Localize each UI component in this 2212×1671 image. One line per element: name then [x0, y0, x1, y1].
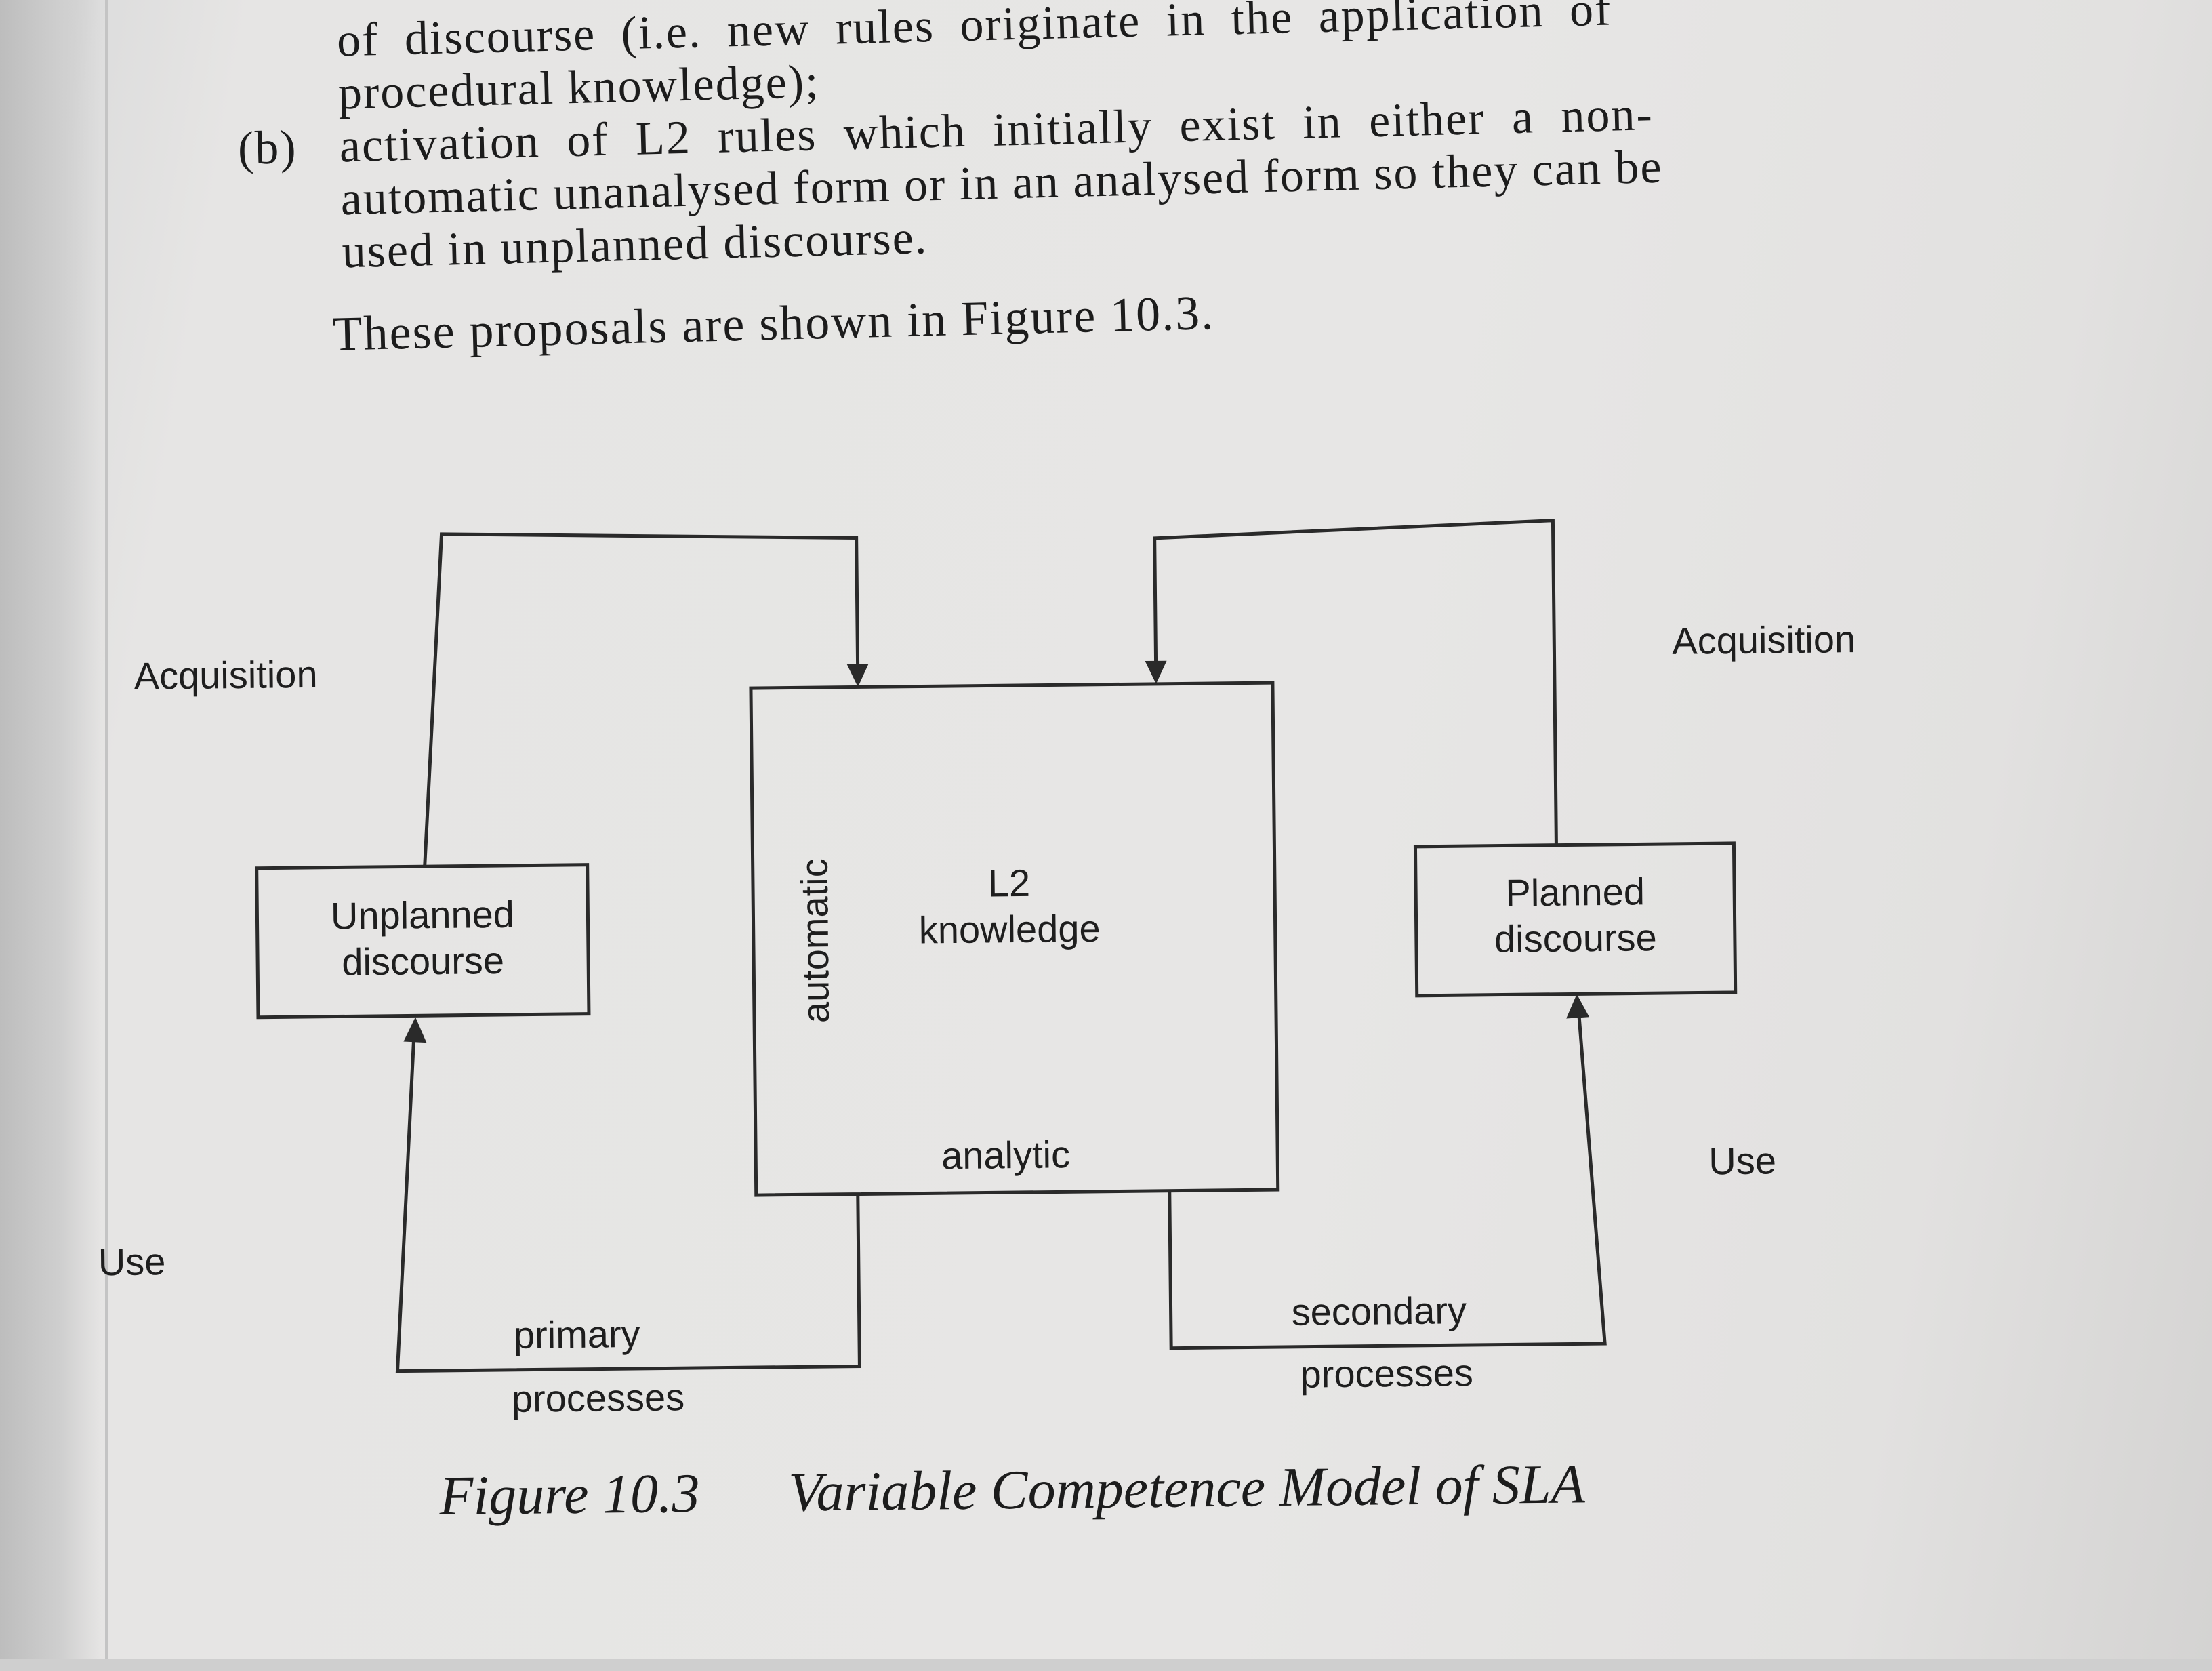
left-acquisition-arrow [423, 532, 860, 867]
arrowhead-up-left [403, 1017, 427, 1043]
unplanned-discourse-text: Unplanned discourse [257, 891, 588, 986]
planned-line-2: discourse [1494, 916, 1658, 961]
page-gutter-line [105, 0, 108, 1659]
primary-processes-arrow [395, 1030, 861, 1373]
l2-line-1: L2 [987, 861, 1031, 905]
primary-label: primary [513, 1312, 640, 1356]
arrowhead-down-right [1145, 660, 1167, 684]
unplanned-line-2: discourse [341, 938, 505, 984]
automatic-label: automatic [792, 858, 838, 1024]
unplanned-line-1: Unplanned [330, 892, 515, 938]
right-use-label: Use [1708, 1139, 1777, 1183]
page-spine-shadow [0, 0, 102, 1659]
analytic-label: analytic [941, 1133, 1071, 1177]
arrowhead-up-right [1566, 994, 1590, 1019]
l2-knowledge-box [749, 681, 1280, 1197]
figure-caption: Figure 10.3 Variable Competence Model of… [439, 1452, 1585, 1528]
right-acquisition-arrow [1153, 519, 1558, 845]
figure-title: Variable Competence Model of SLA [788, 1453, 1586, 1523]
unplanned-discourse-box [255, 863, 591, 1020]
left-use-label: Use [98, 1240, 166, 1284]
planned-discourse-text: Planned discourse [1416, 868, 1735, 963]
planned-line-1: Planned [1505, 870, 1645, 914]
left-acquisition-label: Acquisition [134, 652, 318, 698]
primary-processes-label: processes [511, 1375, 685, 1420]
secondary-label: secondary [1291, 1289, 1467, 1333]
planned-discourse-box [1413, 841, 1738, 998]
l2-knowledge-text: L2 knowledge [840, 859, 1179, 954]
right-acquisition-label: Acquisition [1671, 618, 1856, 662]
secondary-processes-arrow [1168, 1006, 1607, 1350]
arrowhead-down-left [846, 664, 869, 687]
figure-number: Figure 10.3 [438, 1462, 700, 1527]
l2-line-2: knowledge [918, 906, 1101, 952]
secondary-processes-label: processes [1300, 1351, 1474, 1396]
